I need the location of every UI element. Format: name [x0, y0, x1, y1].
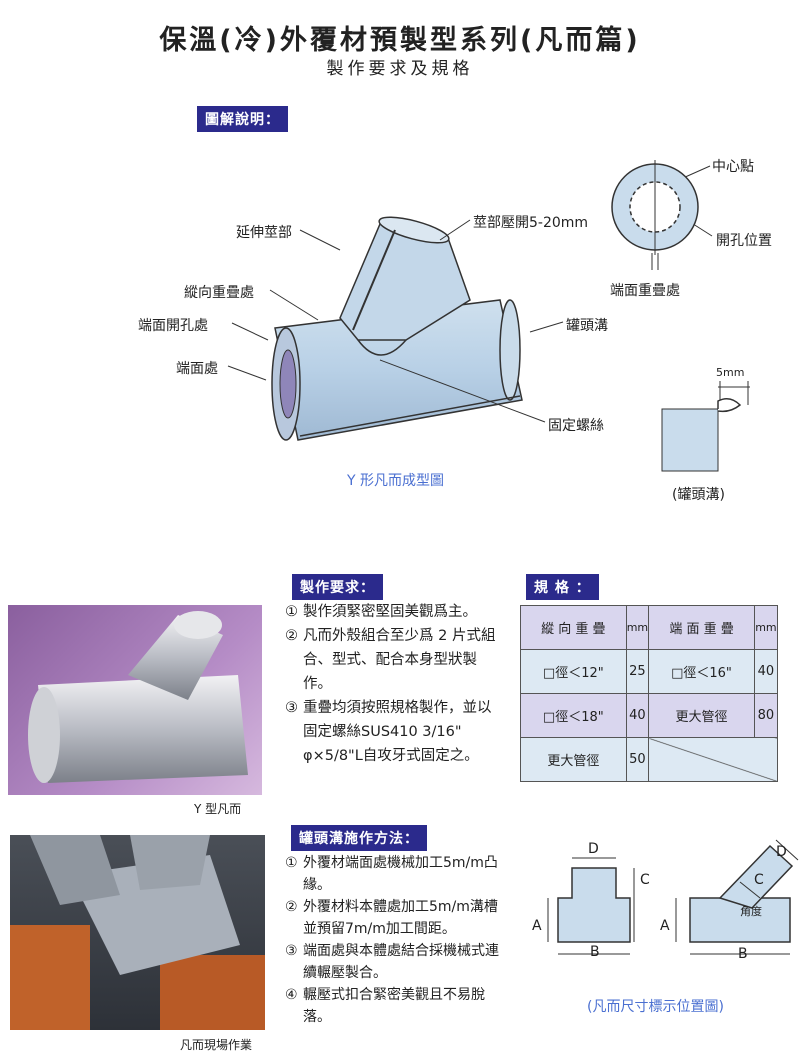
requirements-tag: 製作要求： [292, 574, 383, 600]
label-end-overlap: 端面重疊處 [610, 283, 680, 299]
label-groove: 罐頭溝 [566, 318, 608, 334]
spec-table: 縱 向 重 疊 mm 端 面 重 疊 mm □徑＜12" 25 □徑＜16" 4… [520, 605, 779, 782]
label-end-face: 端面處 [176, 361, 218, 377]
dim-a-right: A [660, 918, 670, 934]
label-end-hole: 端面開孔處 [138, 318, 208, 334]
dim-d-left: D [588, 841, 599, 857]
dim-b-left: B [590, 944, 600, 960]
label-hole-pos: 開孔位置 [716, 233, 772, 249]
y-valve-photo [8, 605, 262, 795]
spec-tag: 規 格 ： [526, 574, 599, 600]
label-groove-size: 5mm [716, 366, 745, 379]
groove-caption: (罐頭溝) [672, 487, 725, 503]
page-title: 保溫(冷)外覆材預製型系列(凡而篇) [159, 25, 641, 56]
spec-row: □徑＜18" 40 更大管徑 80 [520, 693, 779, 738]
spec-empty-cell [648, 737, 778, 782]
spec-row: □徑＜12" 25 □徑＜16" 40 [520, 649, 779, 694]
page-subtitle: 製作要求及規格 [326, 59, 474, 79]
site-work-photo [10, 835, 265, 1030]
cross-section-diagram [611, 160, 699, 270]
diagram-section-tag: 圖解說明： [197, 106, 288, 132]
dim-c-right: C [754, 872, 764, 888]
spec-header-row: 縱 向 重 疊 mm 端 面 重 疊 mm [520, 605, 779, 650]
spec-row: 更大管徑 50 [520, 737, 778, 782]
label-longitudinal: 縱向重疊處 [184, 285, 254, 301]
y-valve-photo-caption: Y 型凡而 [194, 802, 242, 816]
dim-d-right: D [776, 844, 787, 860]
site-work-photo-shape [10, 835, 265, 1030]
dimension-diagrams [547, 839, 799, 955]
dims-caption: (凡而尺寸標示位置圖) [587, 999, 724, 1015]
label-extension: 延伸莖部 [236, 225, 292, 241]
label-center: 中心點 [712, 159, 754, 175]
diagram-caption: Y 形凡而成型圖 [347, 473, 445, 489]
leader-lines [227, 165, 713, 423]
groove-method-tag: 罐頭溝施作方法： [291, 825, 427, 851]
site-work-photo-caption: 凡而現場作業 [180, 1038, 253, 1052]
y-valve-diagram [271, 216, 523, 441]
y-valve-photo-shape [28, 611, 248, 783]
dim-angle: 角度 [740, 905, 762, 918]
dim-b-right: B [738, 946, 748, 962]
dim-c-left: C [640, 872, 650, 888]
groove-detail-diagram [661, 381, 750, 472]
label-stem-pressure: 莖部壓開5-20mm [473, 215, 589, 231]
label-screw: 固定螺絲 [548, 418, 604, 434]
dim-a-left: A [532, 918, 542, 934]
